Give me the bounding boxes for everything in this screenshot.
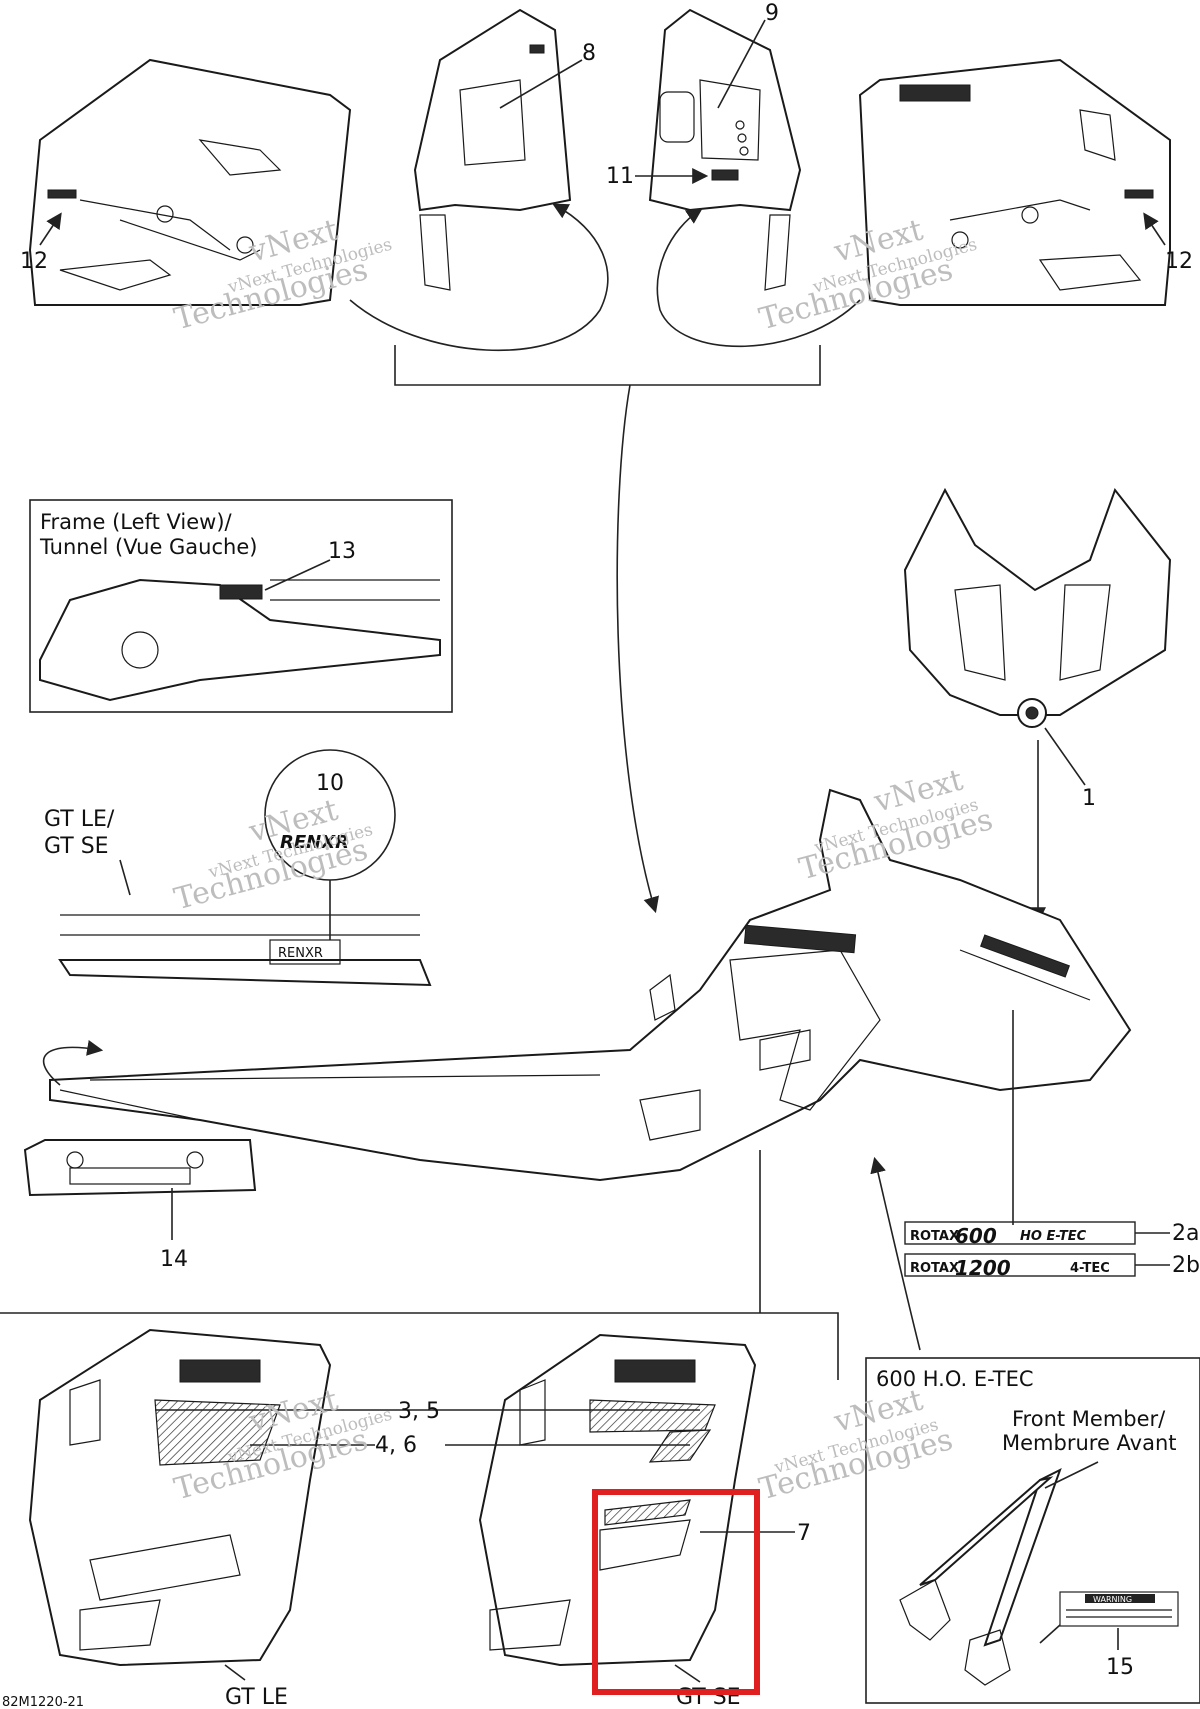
frame-left-view-box: Frame (Left View)/ Tunnel (Vue Gauche) 1… (29, 499, 453, 713)
callout-14: 14 (160, 1247, 188, 1272)
front-member-box: 600 H.O. E-TEC Front Member/ Membrure Av… (865, 1357, 1200, 1704)
watermark-group: vNext vNext Technologies Technologies vN… (171, 213, 997, 1508)
highlight-box (592, 1489, 760, 1695)
callout-12-left: 12 (20, 249, 48, 274)
rotax-600-number: 600 (955, 1224, 997, 1248)
variant-gt-le-se-line1: GT LE/ (44, 807, 115, 832)
callout-7: 7 (797, 1521, 811, 1546)
rotax-decal-1200: ROTAX 1200 4-TEC 2b (904, 1253, 1200, 1280)
frame-box-title-line2: Tunnel (Vue Gauche) (39, 535, 257, 559)
snowmobile-main-assembly (49, 788, 1132, 1182)
warning-decal-text: WARNING (1093, 1595, 1132, 1604)
rotax-600-suffix: HO E-TEC (1020, 1229, 1087, 1244)
variant-gt-le-se-line2: GT SE (44, 834, 109, 859)
callout-13: 13 (328, 539, 356, 564)
engine-box-title: 600 H.O. E-TEC (876, 1367, 1034, 1391)
callout-1: 1 (1082, 786, 1096, 811)
callout-12-right: 12 (1165, 249, 1193, 274)
callout-2b: 2b (1172, 1253, 1200, 1278)
rotax-1200-suffix: 4-TEC (1070, 1261, 1110, 1276)
renegade-logo-small: RENXR (278, 946, 323, 961)
variant-gt-se-label: GT SE (676, 1685, 741, 1709)
rotax-600-brand: ROTAX (910, 1229, 959, 1244)
right-side-panel-assembly (858, 58, 1171, 306)
callout-11: 11 (606, 164, 634, 189)
callout-2a: 2a (1172, 1221, 1199, 1246)
renegade-logo-large: RENXR (280, 832, 349, 853)
callout-8: 8 (582, 41, 596, 66)
variant-gt-le-label: GT LE (225, 1685, 288, 1709)
left-inner-panel (413, 8, 572, 291)
tunnel-gt-le-se: GT LE/ GT SE RENXR 10 RENXR (44, 749, 432, 987)
frame-box-title-line1: Frame (Left View)/ (40, 510, 233, 534)
left-side-panel-assembly (28, 58, 352, 306)
front-member-title-line2: Membrure Avant (1002, 1431, 1177, 1455)
rotax-1200-number: 1200 (955, 1256, 1011, 1280)
figure-id: 82M1220-21 (2, 1695, 84, 1709)
callout-3-5: 3, 5 (398, 1399, 440, 1424)
callout-9: 9 (765, 1, 779, 26)
callout-15: 15 (1106, 1655, 1134, 1680)
rear-bumper: 14 (23, 1139, 257, 1272)
callout-4-6: 4, 6 (375, 1433, 417, 1458)
rotax-1200-brand: ROTAX (910, 1261, 959, 1276)
rotax-decal-600: ROTAX 600 HO E-TEC 2a (904, 1221, 1199, 1248)
right-inner-panel (648, 8, 802, 291)
hood (903, 487, 1172, 728)
front-member-title-line1: Front Member/ (1012, 1407, 1166, 1431)
callout-10: 10 (316, 771, 344, 796)
side-panel-variants-frame: GT LE 3, 5 4, 6 7 GT SE (0, 1150, 839, 1709)
